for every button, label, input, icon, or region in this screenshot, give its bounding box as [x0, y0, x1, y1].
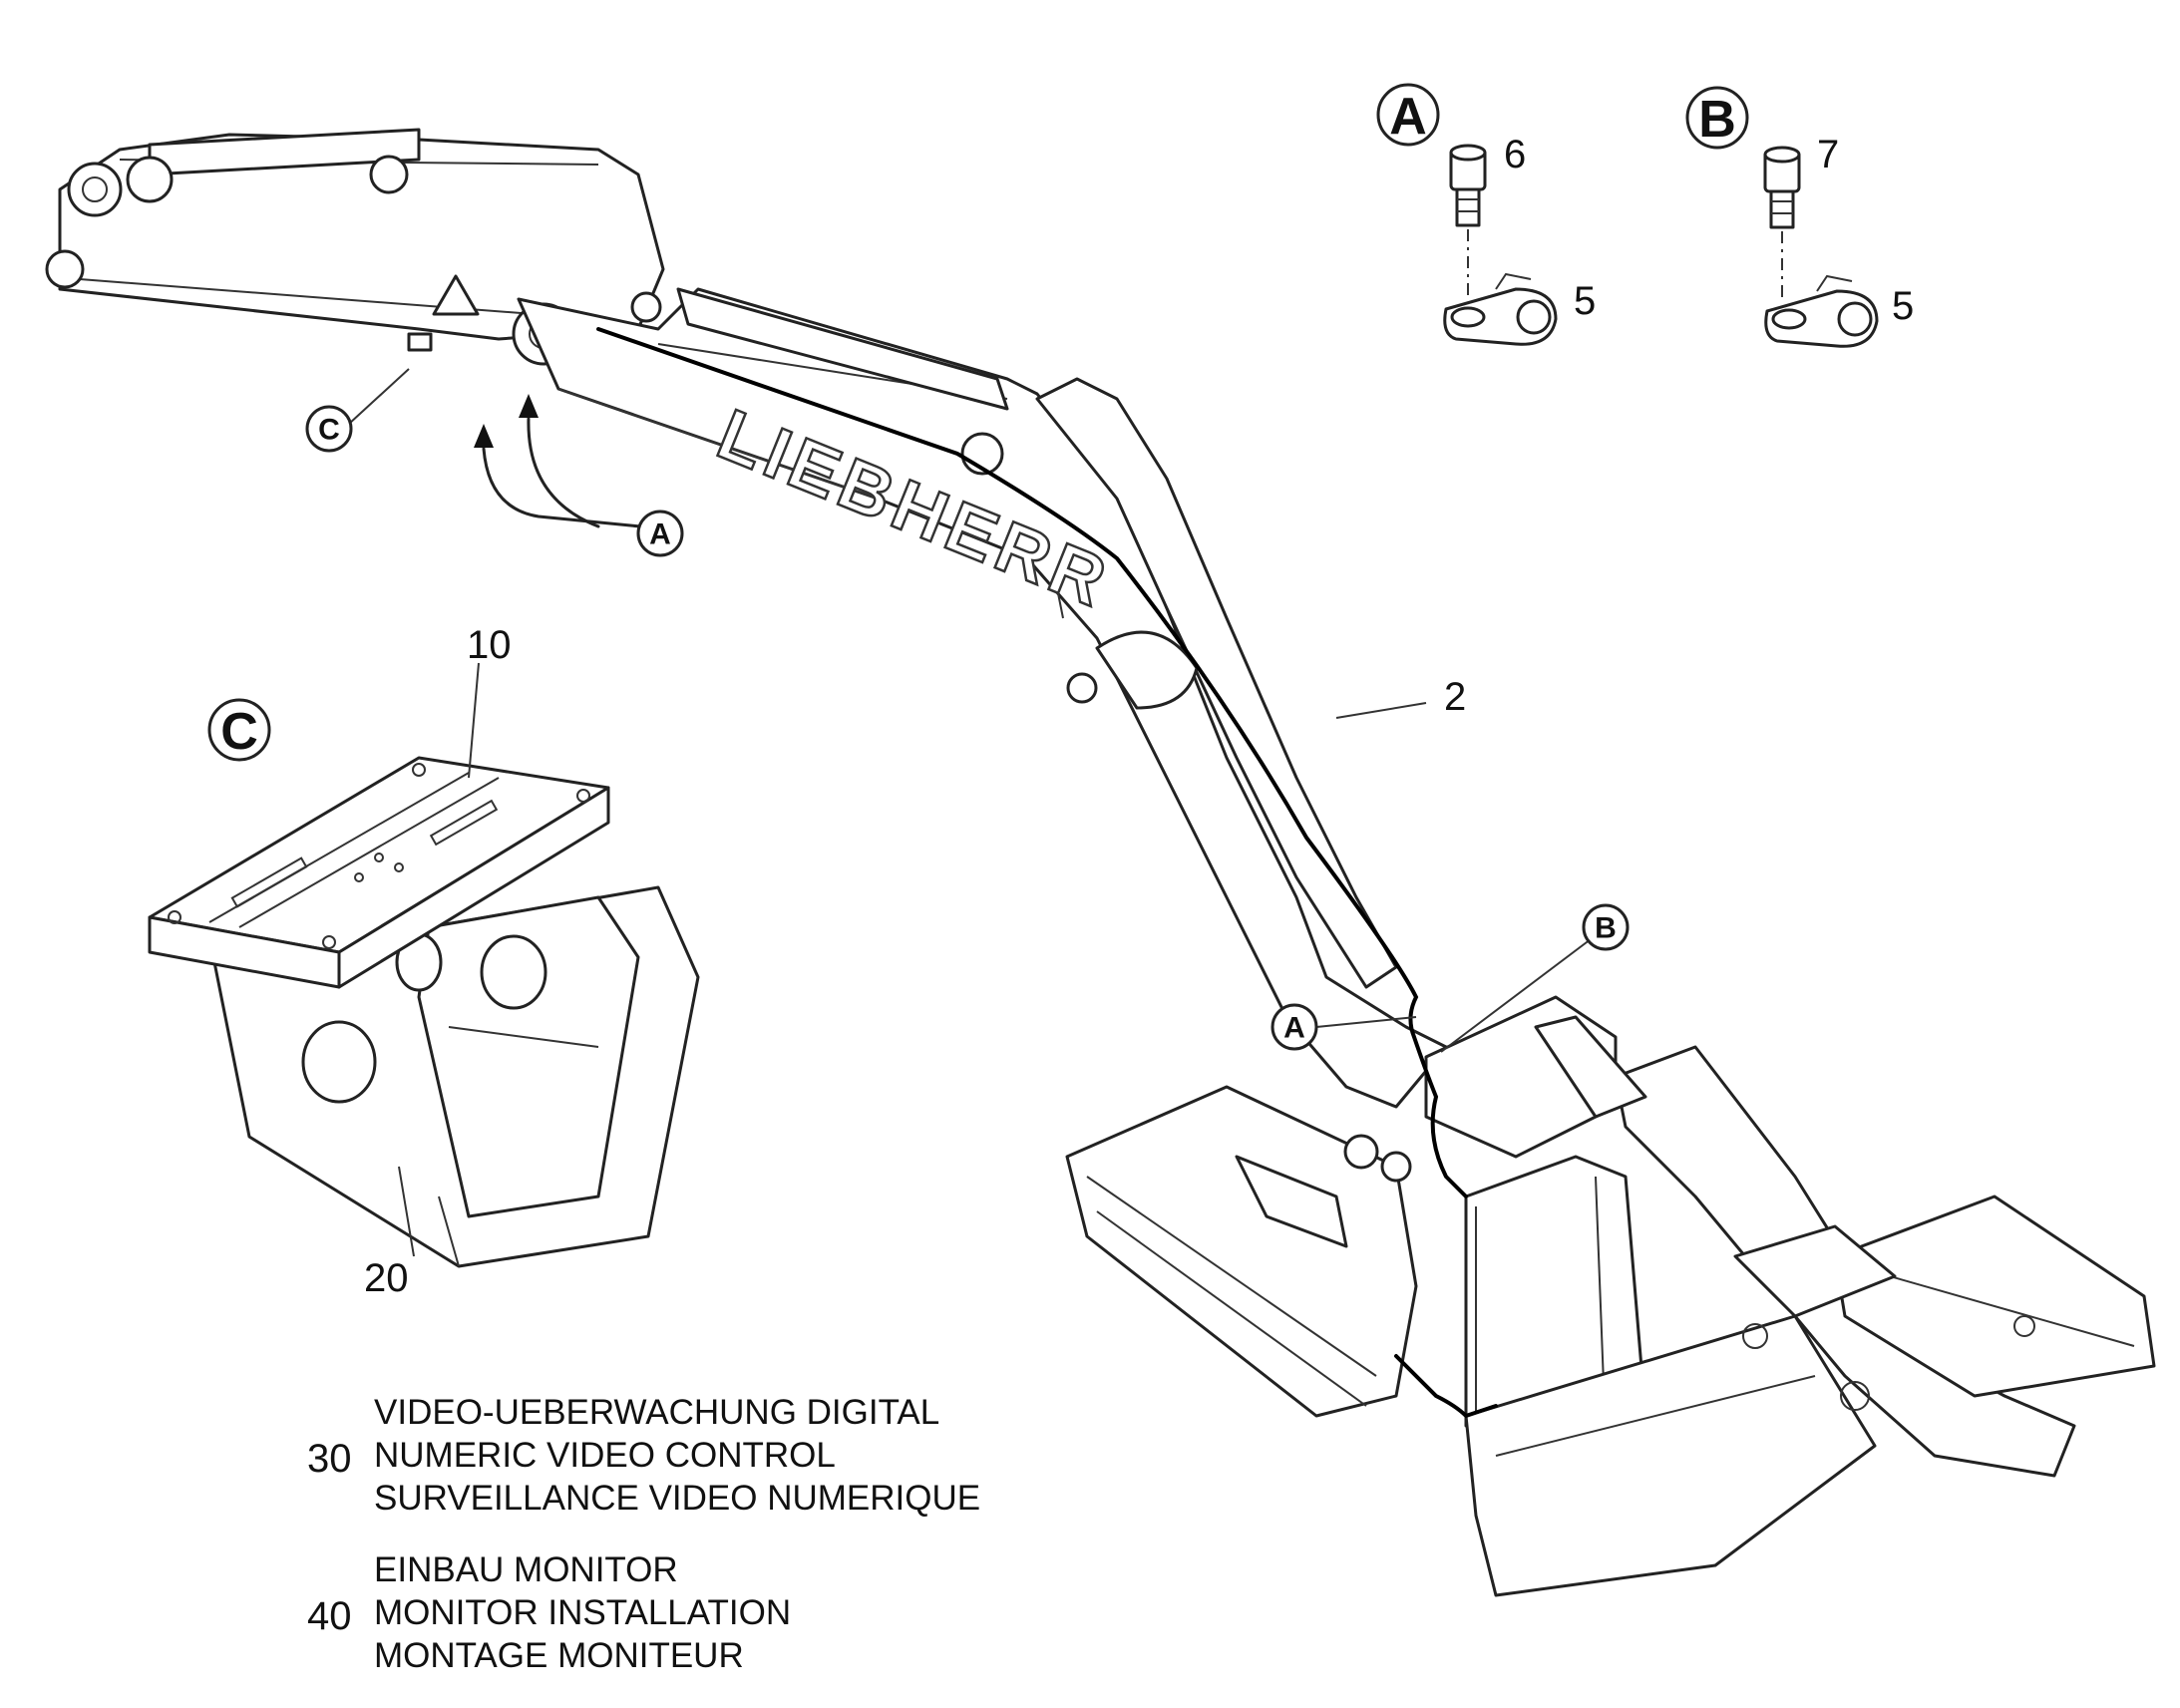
detail-a: A 6 5: [1376, 83, 1596, 346]
callout-c-boom: C: [305, 368, 410, 453]
svg-text:10: 10: [467, 623, 512, 667]
svg-text:A: A: [649, 518, 671, 551]
upper-carriage-frame: [1065, 995, 2156, 1597]
svg-text:C: C: [220, 703, 258, 761]
camera-cable: [596, 327, 1468, 1198]
svg-text:6: 6: [1504, 133, 1526, 176]
legend-line-de: VIDEO-UEBERWACHUNG DIGITAL: [374, 1393, 940, 1432]
svg-text:A: A: [1389, 88, 1427, 146]
svg-text:7: 7: [1817, 133, 1839, 176]
camera-cable-lower: [1394, 1354, 1498, 1419]
legend-line-en: MONITOR INSTALLATION: [374, 1593, 792, 1632]
cable-clamp-icon: [1764, 274, 1879, 348]
legend-line-de: EINBAU MONITOR: [374, 1550, 678, 1589]
legend-line-en: NUMERIC VIDEO CONTROL: [374, 1436, 836, 1475]
legend-item-30: 30 VIDEO-UEBERWACHUNG DIGITAL NUMERIC VI…: [299, 1391, 1057, 1521]
svg-text:C: C: [318, 414, 340, 447]
callout-a-stick: A: [474, 394, 684, 557]
svg-text:A: A: [1283, 1012, 1305, 1045]
stick-arm: [45, 128, 665, 366]
svg-text:B: B: [1698, 91, 1736, 149]
cable-label-2: 2: [1335, 675, 1466, 719]
svg-text:5: 5: [1574, 279, 1596, 323]
svg-text:B: B: [1595, 912, 1617, 945]
detail-b: B 7 5: [1685, 86, 1914, 348]
svg-text:2: 2: [1444, 675, 1466, 719]
screw-icon: [1449, 144, 1487, 227]
cable-clamp-icon: [1443, 272, 1558, 346]
svg-text:5: 5: [1892, 284, 1914, 328]
svg-text:20: 20: [364, 1256, 409, 1300]
legend-code: 30: [307, 1437, 352, 1481]
legend-line-fr: SURVEILLANCE VIDEO NUMERIQUE: [374, 1479, 981, 1518]
legend-item-40: 40 EINBAU MONITOR MONITOR INSTALLATION M…: [299, 1548, 1057, 1678]
screw-icon: [1763, 146, 1801, 229]
legend-code: 40: [307, 1594, 352, 1638]
callout-a-boom-foot: A: [1271, 1003, 1417, 1051]
callout-b-boom-foot: B: [1440, 903, 1630, 1053]
detail-c: C 10 20: [148, 623, 700, 1300]
legend-line-fr: MONTAGE MONITEUR: [374, 1636, 744, 1675]
